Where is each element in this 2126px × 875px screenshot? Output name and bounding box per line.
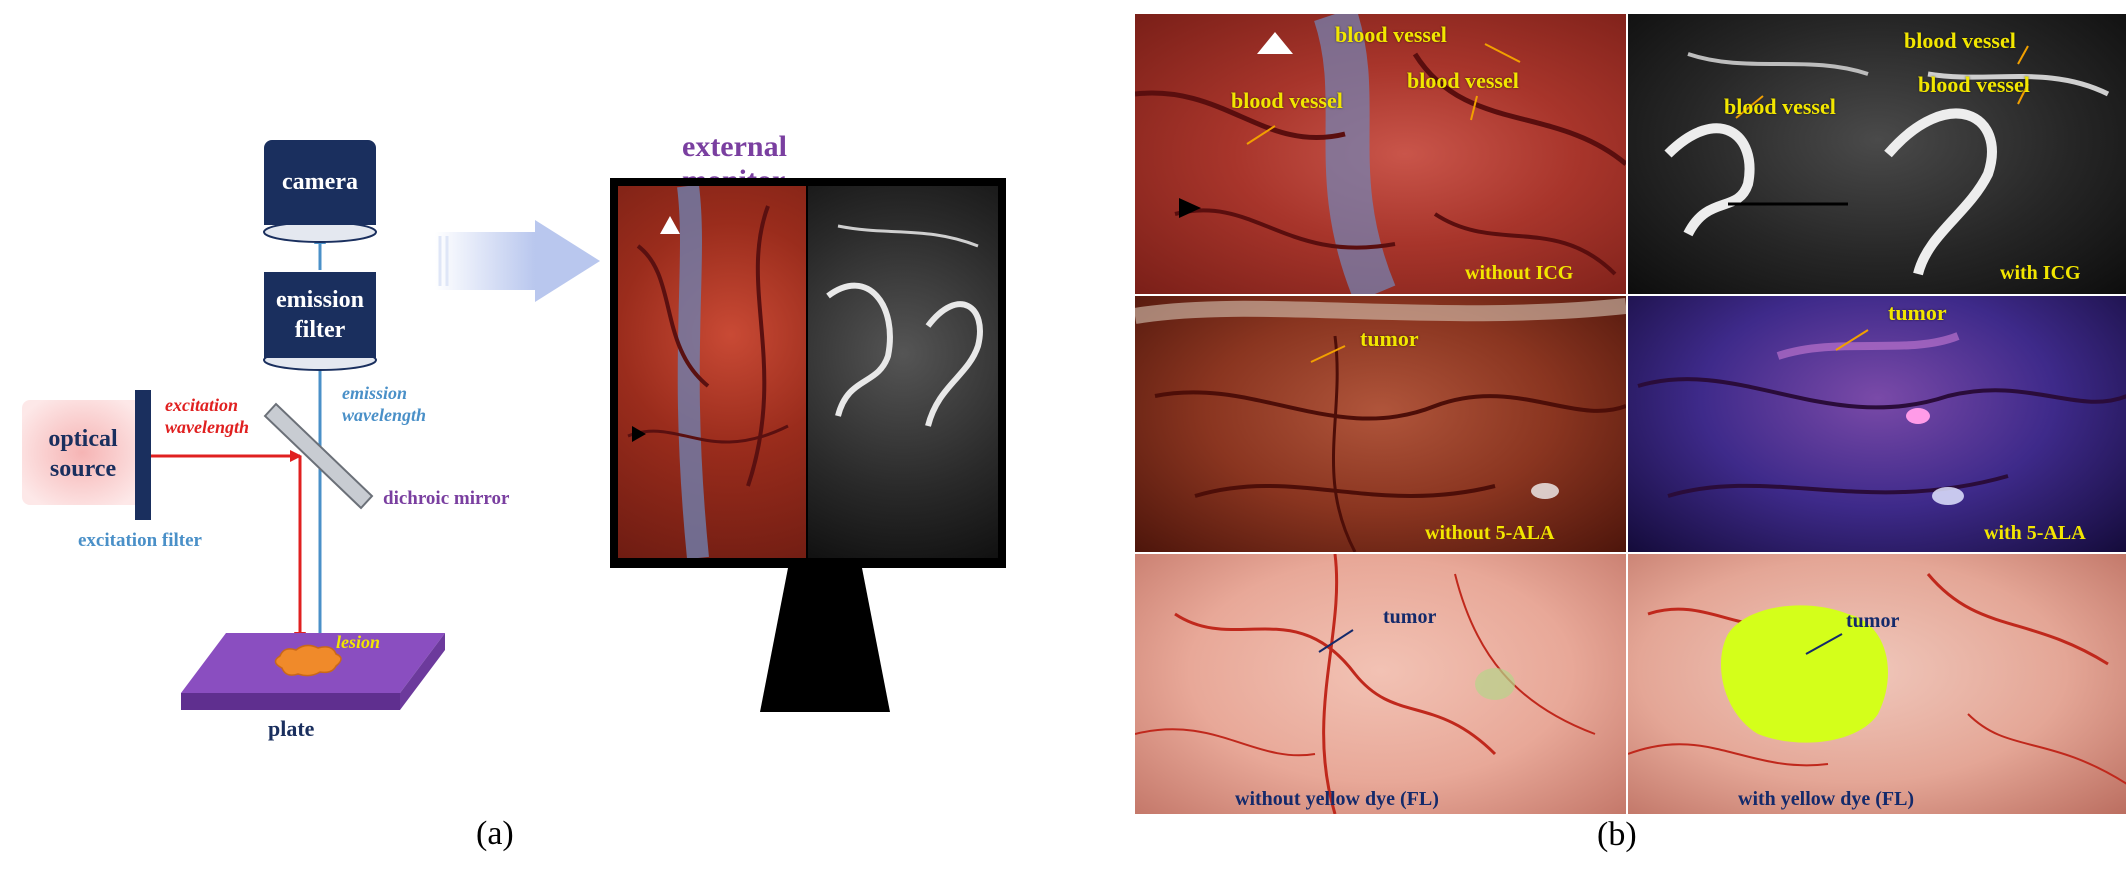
monitor-vessels-right — [826, 224, 983, 427]
plate-label: plate — [268, 716, 315, 741]
lesion-shape — [274, 644, 342, 677]
tumor-label-fl-left: tumor — [1383, 606, 1437, 628]
optical-source-line-2: source — [49, 456, 117, 482]
optical-source-glow — [22, 400, 142, 505]
vessels-without-fl — [1135, 554, 1596, 814]
blood-vessel-label-l2: blood vessel — [1231, 88, 1343, 113]
blood-vessel-label-r1: blood vessel — [1904, 28, 2016, 53]
vessels-with-fl — [1628, 573, 2126, 785]
vessels-without-5ala — [1135, 298, 1626, 552]
camera-box: camera — [264, 140, 376, 225]
vessels-with-icg — [1664, 45, 2110, 276]
tumor-label-fl-right: tumor — [1846, 610, 1900, 632]
panel-b: blood vessel blood vessel blood vessel w… — [1135, 14, 2126, 853]
excitation-filter-label: excitation filter — [78, 530, 202, 551]
monitor-screen-right — [808, 186, 998, 558]
lesion-label: lesion — [336, 632, 381, 652]
excitation-wavelength-line-2: wavelength — [165, 417, 249, 437]
emission-wavelength-label: emission wavelength — [342, 382, 426, 426]
photo-without-icg: blood vessel blood vessel blood vessel w… — [1135, 14, 1626, 294]
fluorescent-tumor-area — [1720, 605, 1888, 743]
emission-filter-label-1: emission — [275, 287, 364, 313]
excitation-wavelength-line-1: excitation — [165, 395, 238, 415]
external-monitor — [610, 178, 1006, 568]
excitation-filter-shape — [135, 390, 151, 520]
camera-label: camera — [282, 169, 358, 195]
photo-without-5ala: tumor without 5-ALA — [1135, 296, 1626, 552]
with-fl-label: with yellow dye (FL) — [1738, 788, 1915, 810]
tumor-label-ala-left: tumor — [1360, 326, 1419, 351]
blood-vessel-label-l1: blood vessel — [1335, 22, 1447, 47]
excitation-wavelength-label: excitation wavelength — [165, 394, 249, 438]
blood-vessel-label-l3: blood vessel — [1407, 68, 1519, 93]
without-5ala-label: without 5-ALA — [1425, 522, 1555, 544]
without-fl-label: without yellow dye (FL) — [1235, 788, 1439, 810]
blood-vessel-label-r3: blood vessel — [1918, 72, 2030, 97]
dichroic-mirror-shape — [263, 402, 374, 510]
monitor-stand — [760, 568, 890, 712]
monitor-vessels-left — [627, 184, 789, 560]
emission-wavelength-line-1: emission — [342, 383, 408, 403]
flow-arrow — [435, 220, 600, 302]
photo-with-icg: blood vessel blood vessel blood vessel w… — [1628, 14, 2126, 294]
panel-a: camera emission filter optical source ex… — [0, 0, 787, 875]
photo-with-fl: tumor with yellow dye (FL) — [1628, 554, 2126, 814]
tumor-label-ala-right: tumor — [1888, 300, 1947, 325]
vessels-with-5ala — [1637, 329, 2126, 505]
monitor-screen-left — [618, 184, 806, 560]
caption-b: (b) — [1597, 816, 1637, 853]
with-icg-label: with ICG — [2000, 262, 2081, 284]
emission-filter-box: emission filter — [264, 272, 376, 358]
vessels-without-icg — [1135, 14, 1626, 294]
with-5ala-label: with 5-ALA — [1984, 522, 2086, 544]
without-icg-label: without ICG — [1465, 262, 1574, 284]
caption-a: (a) — [476, 815, 514, 852]
optical-source-label: optical source — [38, 424, 128, 484]
blood-vessel-label-r2: blood vessel — [1724, 94, 1836, 119]
optical-source-line-1: optical — [48, 426, 118, 452]
photo-without-fl: tumor without yellow dye (FL) — [1135, 554, 1626, 814]
photo-with-5ala: tumor with 5-ALA — [1628, 296, 2126, 552]
dichroic-mirror-label: dichroic mirror — [383, 488, 510, 509]
emission-wavelength-line-2: wavelength — [342, 405, 426, 425]
emission-filter-label-2: filter — [294, 317, 346, 343]
optical-path-diagram — [22, 220, 600, 710]
